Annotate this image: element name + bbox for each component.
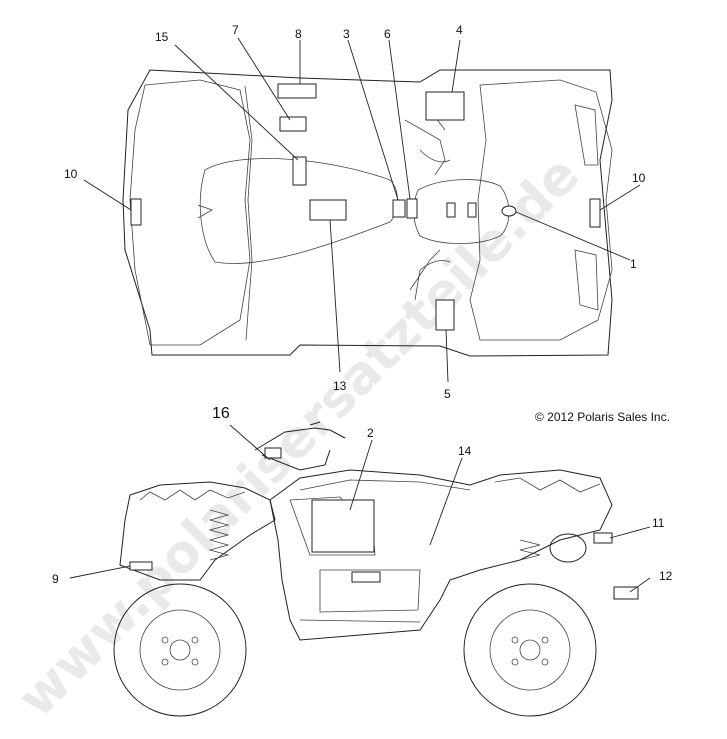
callout-2: 2 — [367, 426, 374, 440]
decal-15 — [292, 156, 307, 186]
decal-4 — [425, 91, 465, 121]
decal-7 — [279, 116, 307, 132]
callout-4: 4 — [456, 23, 463, 37]
callout-14: 14 — [458, 444, 472, 458]
callout-1: 1 — [630, 257, 637, 271]
decal-3 — [392, 199, 406, 218]
decal-10-right — [589, 198, 601, 228]
callout-10-right: 10 — [632, 171, 646, 185]
decal-10-left — [130, 198, 142, 226]
decal-9 — [129, 561, 153, 571]
decal-16 — [264, 447, 282, 459]
callout-12: 12 — [659, 569, 673, 583]
copyright-text: © 2012 Polaris Sales Inc. — [535, 410, 670, 424]
callout-10-left: 10 — [64, 167, 78, 181]
callout-6: 6 — [384, 27, 391, 41]
callout-5: 5 — [444, 387, 451, 401]
callout-8: 8 — [295, 27, 302, 41]
decal-8 — [277, 83, 317, 99]
decal-2 — [311, 499, 375, 553]
decal-1 — [501, 205, 517, 217]
atv-top-view: 15 7 8 3 6 4 10 10 1 13 5 — [64, 23, 646, 401]
callout-7: 7 — [232, 23, 239, 37]
callout-3: 3 — [343, 27, 350, 41]
decal-13 — [309, 199, 347, 221]
decal-12 — [613, 586, 639, 600]
atv-side-view: 16 2 14 11 12 9 — [52, 405, 673, 717]
callout-9: 9 — [52, 572, 59, 586]
callout-13: 13 — [333, 379, 347, 393]
callout-16: 16 — [212, 405, 230, 422]
decal-6 — [406, 198, 418, 219]
callout-15: 15 — [155, 30, 169, 44]
decal-14 — [351, 571, 381, 583]
decal-5 — [435, 299, 455, 331]
decal-11 — [593, 532, 613, 544]
callout-11: 11 — [652, 516, 665, 530]
